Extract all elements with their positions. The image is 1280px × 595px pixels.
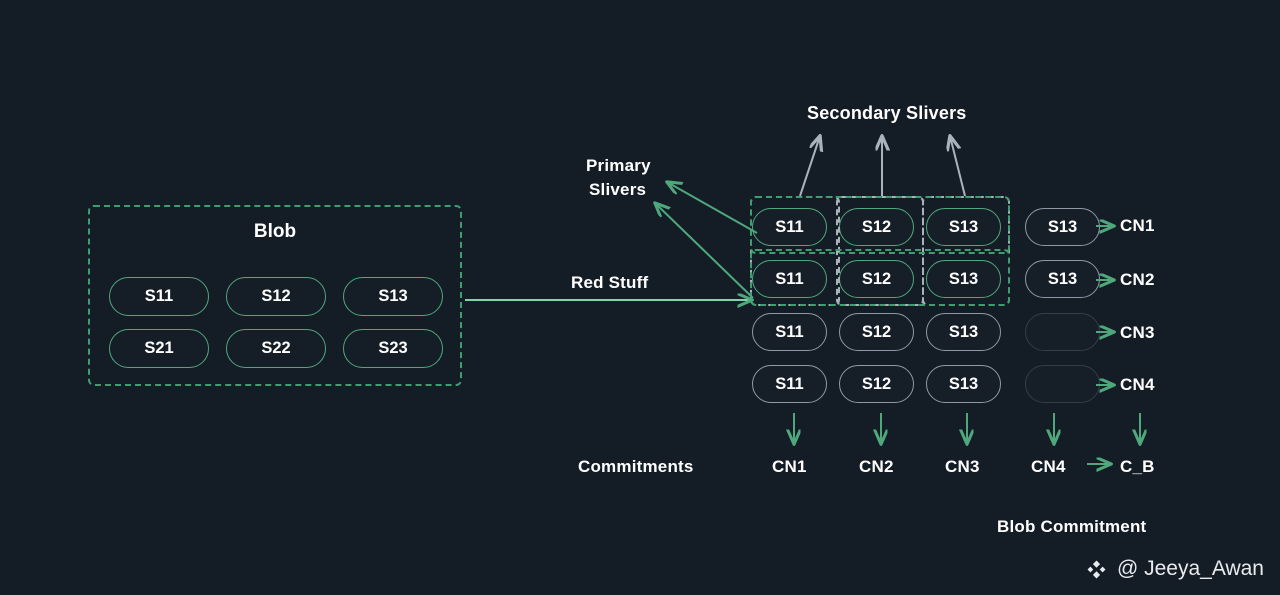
sliver-cell[interactable]: S11	[752, 313, 827, 351]
red-stuff-label: Red Stuff	[571, 273, 649, 292]
secondary-slivers-label: Secondary Slivers	[807, 103, 967, 123]
primary-slivers-arrow-upper	[667, 182, 758, 234]
sliver-grid-row: S11 S12 S13	[752, 365, 1100, 403]
sliver-grid-row: S11 S12 S13 S13	[752, 208, 1100, 246]
sliver-cell[interactable]: S13	[926, 260, 1001, 298]
blob-sliver-pill[interactable]: S13	[343, 277, 443, 316]
sliver-cell[interactable]: S13	[926, 208, 1001, 246]
blob-sliver-pill[interactable]: S21	[109, 329, 209, 368]
commitments-label: Commitments	[578, 457, 694, 476]
primary-slivers-label-line2: Slivers	[589, 180, 647, 199]
sliver-cell[interactable]: S11	[752, 208, 827, 246]
blob-commitment-symbol: C_B	[1120, 457, 1155, 476]
sliver-cell[interactable]: S12	[839, 365, 914, 403]
sliver-cell[interactable]: S13	[926, 313, 1001, 351]
blob-row: S11 S12 S13	[109, 277, 443, 316]
blob-sliver-pill[interactable]: S12	[226, 277, 326, 316]
blob-sliver-pill[interactable]: S23	[343, 329, 443, 368]
secondary-slivers-arrow-3	[950, 136, 966, 197]
watermark-handle: @ Jeeya_Awan	[1116, 557, 1264, 580]
primary-slivers-label-line1: Primary	[586, 156, 651, 175]
sliver-cell[interactable]: S12	[839, 260, 914, 298]
primary-slivers-arrow-lower	[655, 203, 754, 299]
node-label-cn2: CN2	[1120, 270, 1155, 289]
commitment-node-cn3: CN3	[945, 457, 980, 476]
dashed-row-band-1	[750, 196, 1010, 254]
watermark: @ Jeeya_Awan	[1085, 557, 1264, 581]
sliver-cell-extra[interactable]: S13	[1025, 208, 1100, 246]
node-label-cn1: CN1	[1120, 216, 1155, 235]
sliver-cell[interactable]: S13	[926, 365, 1001, 403]
commitment-node-cn4: CN4	[1031, 457, 1066, 476]
dashed-row-band-2	[750, 249, 1010, 306]
binance-diamond-icon	[1087, 560, 1106, 578]
node-label-cn3: CN3	[1120, 323, 1155, 342]
blob-title: Blob	[253, 221, 297, 242]
node-label-cn4: CN4	[1120, 375, 1155, 394]
sliver-grid-row: S11 S12 S13 S13	[752, 260, 1100, 298]
sliver-grid-row: S11 S12 S13	[752, 313, 1100, 351]
commitment-node-cn1: CN1	[772, 457, 807, 476]
sliver-cell[interactable]: S12	[839, 313, 914, 351]
sliver-cell[interactable]: S11	[752, 260, 827, 298]
blob-sliver-pill[interactable]: S11	[109, 277, 209, 316]
blob-commitment-label: Blob Commitment	[997, 517, 1147, 536]
blob-row: S21 S22 S23	[109, 329, 443, 368]
sliver-cell-extra-empty[interactable]	[1025, 365, 1100, 403]
blob-container: Blob S11 S12 S13 S21 S22 S23	[88, 205, 462, 386]
sliver-cell[interactable]: S11	[752, 365, 827, 403]
commitment-node-cn2: CN2	[859, 457, 894, 476]
secondary-slivers-arrow-1	[799, 136, 820, 197]
sliver-cell-extra-empty[interactable]	[1025, 313, 1100, 351]
blob-sliver-pill[interactable]: S22	[226, 329, 326, 368]
sliver-cell-extra[interactable]: S13	[1025, 260, 1100, 298]
